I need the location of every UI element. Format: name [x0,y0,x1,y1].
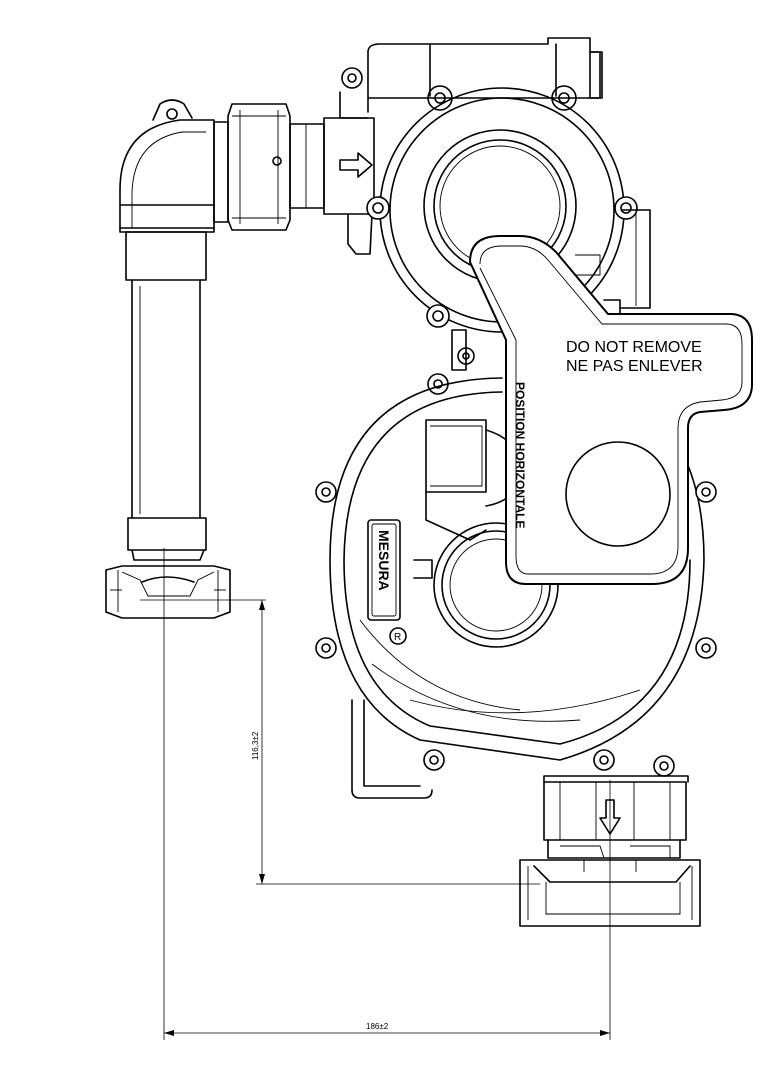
vertical-dimension-label: 116,3±2 [251,731,260,760]
horizontal-dimension-label: 186±2 [366,1022,389,1031]
registered-mark: R [394,632,401,643]
warning-text-en: DO NOT REMOVE [566,339,702,356]
warning-text-fr: NE PAS ENLEVER [566,358,703,375]
dimension-lines: 116,3±2 186±2 [140,548,611,1040]
position-label: POSITION HORIZONTALE [513,382,527,528]
outlet-fitting [519,775,701,927]
brand-label: MESURA [376,530,392,591]
warning-tag: DO NOT REMOVE NE PAS ENLEVER POSITION HO… [468,235,753,585]
lower-regulator-body: MESURA R [315,329,717,799]
inlet-pipe-assembly [105,99,375,619]
